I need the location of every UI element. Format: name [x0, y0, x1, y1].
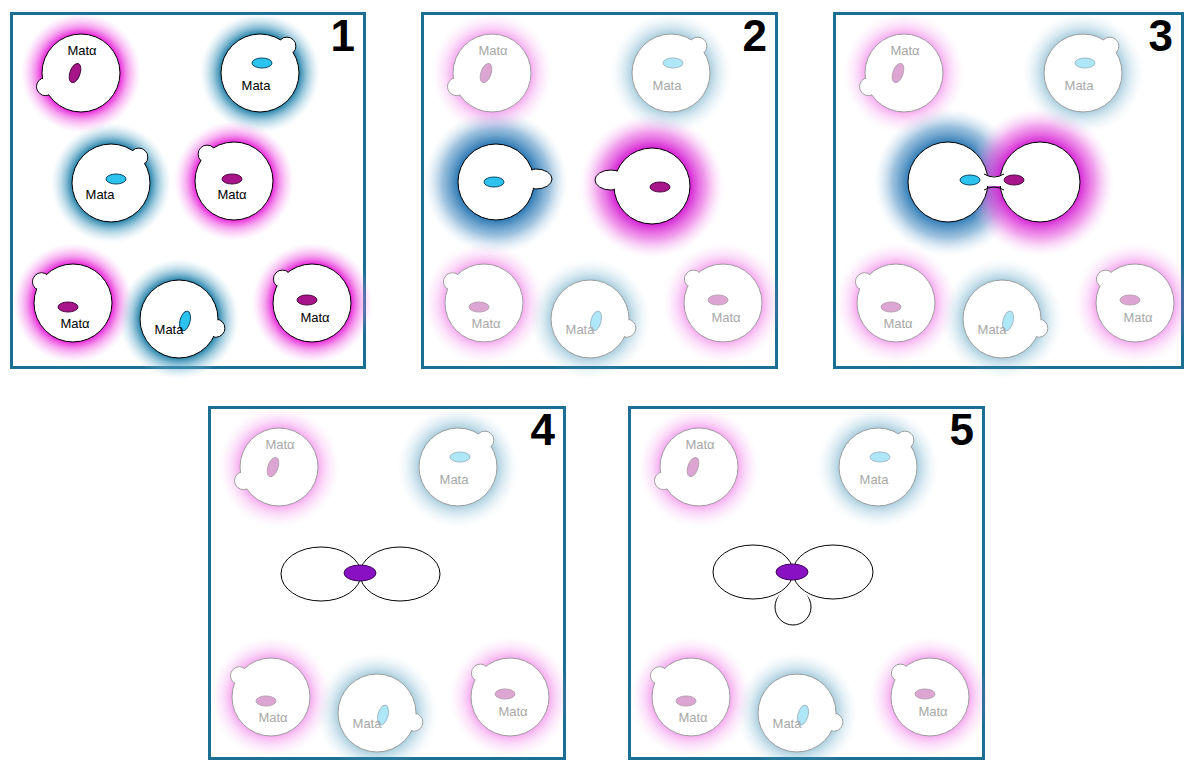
cell-shape [247, 238, 377, 368]
mating-type-label: Mata [566, 323, 595, 336]
mating-type-label: Matα [258, 711, 287, 724]
cell-shape [634, 402, 764, 532]
yeast-cell: Matα [16, 8, 146, 138]
cell-shape [658, 238, 788, 368]
yeast-cell: Matα [427, 8, 557, 138]
yeast-cell: Mata [312, 648, 442, 760]
stage-panel: 5MatαMataMatαMataMatα [628, 406, 985, 760]
yeast-cell: Mata [606, 8, 736, 138]
cell-shape [419, 238, 549, 368]
yeast-cell: Mata [732, 648, 862, 760]
zygote [281, 547, 440, 601]
mating-type-label: Mata [860, 473, 889, 486]
yeast-cell: Mata [937, 254, 1067, 384]
mating-type-label: Matα [1123, 311, 1152, 324]
stage-panel: 2MatαMataMatαMataMatα [421, 12, 778, 369]
mating-type-label: Matα [265, 438, 294, 451]
panel-number: 1 [331, 14, 355, 58]
cell-shape [732, 648, 862, 760]
cell-shape [626, 632, 756, 760]
cell-shape [46, 118, 176, 248]
mating-type-label: Matα [217, 188, 246, 201]
cell-shape [1070, 238, 1184, 368]
mating-type-label: Mata [242, 79, 271, 92]
yeast-cell: Mata [813, 402, 943, 532]
mating-type-label: Mata [440, 473, 469, 486]
cell-shape [839, 8, 969, 138]
budding-zygote [713, 545, 873, 625]
mating-type-label: Matα [883, 317, 912, 330]
yeast-cell: Matα [419, 238, 549, 368]
cell-shape [937, 254, 1067, 384]
cell-shape [831, 238, 961, 368]
cell-shape [8, 238, 138, 368]
yeast-cell: Mata [114, 254, 244, 384]
cell-shape [606, 8, 736, 138]
yeast-cell: Matα [865, 632, 995, 760]
cell-shape [195, 8, 325, 138]
yeast-cell: Matα [214, 402, 344, 532]
yeast-cell: Mata [393, 402, 523, 532]
cell-shape [813, 402, 943, 532]
yeast-cell: Matα [206, 632, 336, 760]
yeast-cell: Matα [445, 632, 575, 760]
stage-panel: 4MatαMataMatαMataMatα [208, 406, 566, 760]
yeast-cell: Matα [169, 116, 299, 246]
panel-number: 5 [950, 408, 974, 452]
yeast-cell: Mata [525, 254, 655, 384]
mating-type-label: Matα [67, 44, 96, 57]
mating-type-label: Mata [86, 188, 115, 201]
mating-type-label: Matα [890, 44, 919, 57]
yeast-cell: Matα [839, 8, 969, 138]
yeast-cell: Matα [626, 632, 756, 760]
mating-type-label: Matα [60, 317, 89, 330]
yeast-cell: Mata [195, 8, 325, 138]
panel-number: 2 [743, 14, 767, 58]
mating-type-label: Matα [678, 711, 707, 724]
mating-type-label: Matα [918, 705, 947, 718]
cell-shape [445, 632, 575, 760]
mating-type-label: Matα [471, 317, 500, 330]
mating-type-label: Mata [653, 79, 682, 92]
yeast-cell: Mata [1018, 8, 1148, 138]
mating-type-label: Mata [353, 717, 382, 730]
yeast-cell: Matα [1070, 238, 1184, 368]
mating-type-label: Matα [498, 705, 527, 718]
yeast-cell: Matα [634, 402, 764, 532]
mating-type-label: Mata [155, 323, 184, 336]
mating-type-label: Matα [711, 311, 740, 324]
stage-panel: 3MatαMataMatαMataMatα [833, 12, 1184, 369]
cell-shape [427, 8, 557, 138]
cell-shape [206, 632, 336, 760]
panel-number: 3 [1149, 14, 1173, 58]
mating-type-label: Mata [773, 717, 802, 730]
yeast-cell: Matα [8, 238, 138, 368]
cell-shape [865, 632, 995, 760]
cell-shape [312, 648, 442, 760]
mating-type-label: Mata [978, 323, 1007, 336]
cell-shape [393, 402, 523, 532]
panel-number: 4 [531, 408, 555, 452]
yeast-cell: Matα [658, 238, 788, 368]
cell-shape [525, 254, 655, 384]
cell-shape [114, 254, 244, 384]
yeast-cell: Matα [831, 238, 961, 368]
cell-shape [169, 116, 299, 246]
mating-type-label: Matα [685, 438, 714, 451]
mating-type-label: Mata [1065, 79, 1094, 92]
cell-shape [1018, 8, 1148, 138]
cell-shape [214, 402, 344, 532]
mating-type-label: Matα [300, 311, 329, 324]
mating-type-label: Matα [478, 44, 507, 57]
yeast-cell: Matα [247, 238, 377, 368]
cell-shape [16, 8, 146, 138]
yeast-cell: Mata [46, 118, 176, 248]
stage-panel: 1MatαMataMataMatαMatαMataMatα [10, 12, 366, 369]
